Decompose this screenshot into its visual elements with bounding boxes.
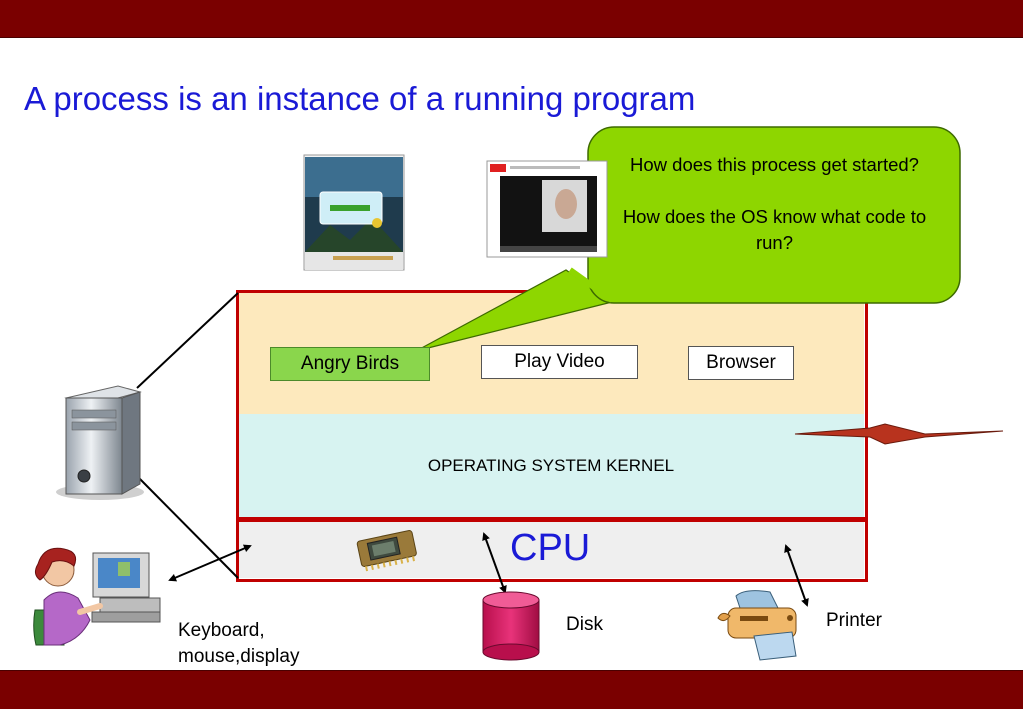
disk-label: Disk (566, 614, 603, 635)
printer-arrow (784, 544, 809, 607)
keyboard-label-line-2: mouse,display (178, 646, 300, 667)
callout-question-2: How does the OS know what code to run? (622, 206, 927, 253)
callout-text: How does this process get started? How d… (602, 152, 947, 256)
tower-connector-bottom (136, 475, 239, 579)
video-thumbnail (486, 160, 608, 258)
printer-label: Printer (826, 610, 882, 631)
cpu-chip-icon (356, 530, 417, 572)
tower-connector-top (136, 292, 239, 389)
disk-arrow (482, 532, 507, 594)
footer-bar (0, 670, 1023, 709)
user-at-computer-icon (33, 547, 161, 646)
cpu-label: CPU (510, 527, 591, 569)
callout-question-1: How does this process get started? (630, 154, 919, 175)
red-arrow-icon (794, 423, 1004, 445)
header-bar (0, 0, 1023, 38)
keyboard-arrow (168, 544, 252, 582)
angry-birds-thumbnail (303, 154, 405, 271)
printer-icon (717, 590, 797, 661)
keyboard-label-line-1: Keyboard, (178, 620, 265, 641)
process-angry-birds: Angry Birds (270, 347, 430, 381)
slide-title: A process is an instance of a running pr… (24, 80, 696, 117)
disk-icon (482, 591, 540, 661)
cpu-layer (238, 519, 864, 578)
callout-tail-join (568, 267, 614, 303)
computer-tower-icon (56, 385, 144, 500)
process-play-video: Play Video (481, 345, 638, 379)
keyboard-label: Keyboard, mouse,display (178, 618, 299, 670)
kernel-label: OPERATING SYSTEM KERNEL (427, 456, 675, 475)
kernel-layer (238, 414, 864, 517)
process-browser: Browser (688, 346, 794, 380)
